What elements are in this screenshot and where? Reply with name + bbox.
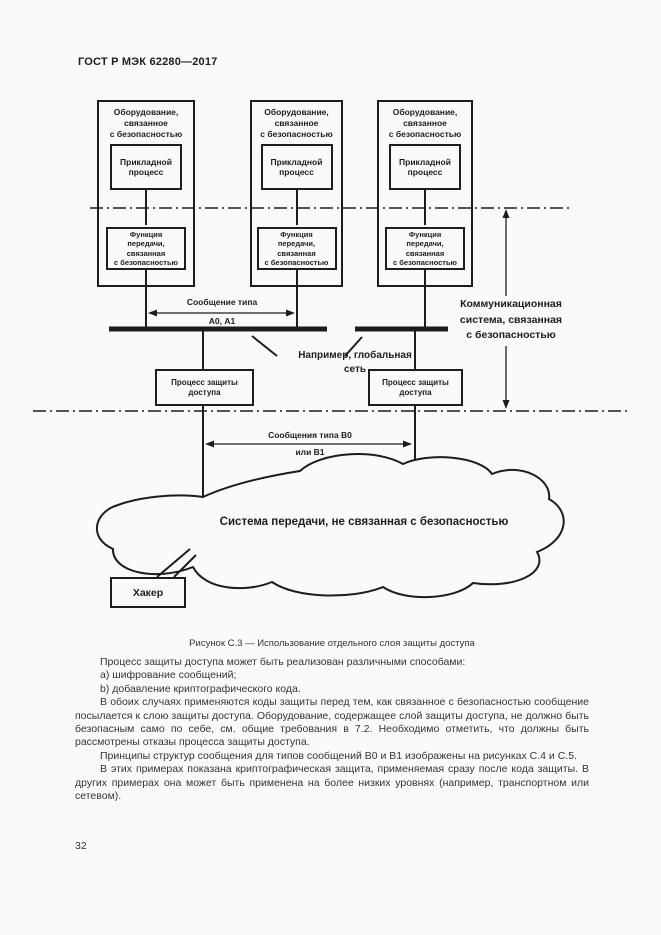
message-type-b-label: Сообщения типа В0 bbox=[268, 430, 352, 440]
paragraph: Принципы структур сообщения для типов со… bbox=[100, 749, 577, 762]
equipment-box-3: Оборудование, связанное с безопасностью … bbox=[377, 100, 473, 287]
hacker-label: Хакер bbox=[132, 586, 164, 599]
figure-caption: Рисунок С.3 — Использование отдельного с… bbox=[189, 638, 475, 649]
body-text: Процесс защиты доступа может быть реализ… bbox=[75, 656, 589, 803]
equipment-label: Оборудование, связанное с безопасностью bbox=[109, 107, 183, 139]
equipment-label: Оборудование, связанное с безопасностью bbox=[260, 107, 333, 139]
equipment-box-1: Оборудование, связанное с безопасностью … bbox=[97, 100, 195, 287]
equipment-label: Оборудование, связанное с безопасностью bbox=[388, 107, 462, 139]
equipment-box-2: Оборудование, связанное с безопасностью … bbox=[250, 100, 343, 287]
paragraph: b) добавление криптографического кода. bbox=[100, 682, 301, 695]
paragraph: Процесс защиты доступа может быть реализ… bbox=[100, 656, 466, 668]
message-type-a-label: Сообщение типа bbox=[186, 297, 258, 307]
paragraph: a) шифрование сообщений; bbox=[100, 669, 237, 682]
page-number: 32 bbox=[75, 840, 87, 852]
global-network-label: Например, глобальная сеть bbox=[298, 350, 412, 375]
message-type-a-value: А0, А1 bbox=[208, 316, 236, 326]
comm-system-label: Коммуникационная система, связанная с бе… bbox=[459, 298, 563, 341]
hacker-box: Хакер bbox=[110, 577, 186, 608]
document-header: ГОСТ Р МЭК 62280—2017 bbox=[78, 56, 218, 68]
paragraph: В этих примерах показана криптографическ… bbox=[75, 763, 589, 803]
hacker-pointer bbox=[156, 548, 197, 578]
cloud-label: Система передачи, не связанная с безопас… bbox=[219, 516, 509, 528]
paragraph: В обоих случаях применяются коды защиты … bbox=[75, 696, 589, 749]
message-type-b-value: или В1 bbox=[295, 447, 325, 457]
cloud-shape bbox=[95, 453, 565, 599]
